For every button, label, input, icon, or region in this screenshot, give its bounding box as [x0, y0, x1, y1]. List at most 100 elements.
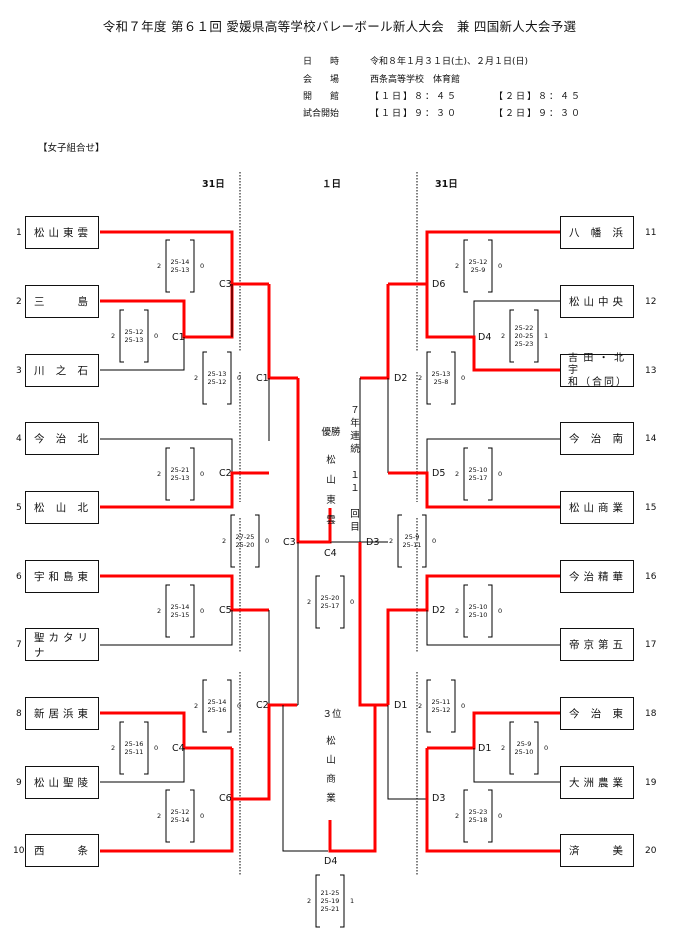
- score-bracket-left: [165, 447, 170, 501]
- team-seed: 16: [645, 572, 657, 582]
- team-name: 大洲農業: [569, 777, 625, 789]
- score-bracket-left: [426, 351, 431, 405]
- court-label: D4: [324, 856, 338, 867]
- court-label: C1: [256, 373, 269, 384]
- info-value-open-day2: 【２日】８：４５: [494, 92, 583, 102]
- team-name: 松山東雲: [34, 227, 90, 239]
- score-bracket-left: [165, 789, 170, 843]
- champion-name: 松山東雲: [326, 455, 336, 526]
- team-name: 川之石: [34, 365, 90, 377]
- team-seed: 17: [645, 640, 657, 650]
- team-name: 今治北: [34, 433, 90, 445]
- match-winner-sets: 2: [157, 470, 162, 478]
- score-bracket-left: [426, 679, 431, 733]
- score-bracket-right: [340, 575, 345, 629]
- score-bracket-right: [255, 514, 260, 568]
- match-winner-sets: 2: [111, 744, 116, 752]
- bracket-line: [426, 610, 560, 646]
- info-value-venue: 西条高等学校 体育館: [370, 75, 461, 85]
- info-value-open-day1: 【１日】８：４５: [370, 92, 459, 102]
- team-name: 新居浜東: [34, 708, 90, 720]
- match-winner-sets: 2: [111, 332, 116, 340]
- bracket-line: [100, 337, 185, 371]
- court-label: D1: [394, 700, 408, 711]
- score-bracket-left: [463, 789, 468, 843]
- team-box: 松山中央: [560, 285, 634, 318]
- score-bracket-left: [119, 721, 124, 775]
- court-label: C5: [219, 605, 232, 616]
- team-box: 大洲農業: [560, 766, 634, 799]
- match-winner-sets: 2: [157, 607, 162, 615]
- match-loser-sets: 0: [498, 812, 503, 820]
- score-bracket-right: [451, 679, 456, 733]
- score-bracket-left: [397, 514, 402, 568]
- team-box: 帝京第五: [560, 628, 634, 661]
- match-loser-sets: 0: [200, 262, 205, 270]
- match-winner-sets: 2: [307, 598, 312, 606]
- bracket-line: [100, 610, 233, 646]
- bracket-line: [100, 574, 269, 612]
- score-bracket-right: [488, 239, 493, 293]
- match-loser-sets: 0: [461, 374, 466, 382]
- bracket-line: [388, 471, 560, 509]
- team-box: 松山北: [25, 491, 99, 524]
- match-winner-sets: 2: [455, 812, 460, 820]
- team-box: 今治南: [560, 422, 634, 455]
- team-name: 宇和島東: [34, 571, 90, 583]
- info-label-open: 開 館: [303, 92, 340, 102]
- team-name: 帝京第五: [569, 639, 625, 651]
- team-name: 松山聖陵: [34, 777, 90, 789]
- court-label: C4: [324, 548, 337, 559]
- bracket-line: [100, 438, 233, 473]
- score-bracket-right: [227, 679, 232, 733]
- bracket-line: [282, 705, 328, 852]
- match-loser-sets: 0: [200, 607, 205, 615]
- match-loser-sets: 0: [154, 744, 159, 752]
- bracket-line: [100, 799, 234, 853]
- team-box: 川之石: [25, 354, 99, 387]
- score-bracket-right: [190, 584, 195, 638]
- team-seed: 13: [645, 366, 657, 376]
- team-seed: 19: [645, 778, 657, 788]
- score-bracket-right: [488, 584, 493, 638]
- team-box: 済 美: [560, 834, 634, 867]
- score-bracket-left: [202, 351, 207, 405]
- team-box: 吉田・北宇和（合同）: [560, 353, 634, 388]
- match-loser-sets: 0: [432, 537, 437, 545]
- court-label: D3: [366, 537, 380, 548]
- score-bracket-right: [190, 239, 195, 293]
- match-loser-sets: 0: [237, 374, 242, 382]
- score-bracket-left: [315, 874, 320, 928]
- team-seed: 2: [16, 297, 22, 307]
- team-seed: 9: [16, 778, 22, 788]
- info-value-start-day1: 【１日】９：３０: [370, 109, 459, 119]
- team-box: 松山聖陵: [25, 766, 99, 799]
- score-bracket-left: [165, 584, 170, 638]
- score-bracket-right: [340, 874, 345, 928]
- bracket-line: [360, 284, 390, 380]
- match-loser-sets: 1: [544, 332, 549, 340]
- team-seed: 15: [645, 503, 657, 513]
- bracket-line: [268, 610, 298, 706]
- match-loser-sets: 0: [498, 607, 503, 615]
- match-loser-sets: 0: [498, 262, 503, 270]
- team-seed: 5: [16, 503, 22, 513]
- team-box: 今治精華: [560, 560, 634, 593]
- score-bracket-right: [451, 351, 456, 405]
- team-name: 松山商業: [569, 502, 625, 514]
- team-box: 西 条: [25, 834, 99, 867]
- match-winner-sets: 2: [389, 537, 394, 545]
- court-label: D6: [432, 279, 446, 290]
- court-label: C2: [219, 468, 232, 479]
